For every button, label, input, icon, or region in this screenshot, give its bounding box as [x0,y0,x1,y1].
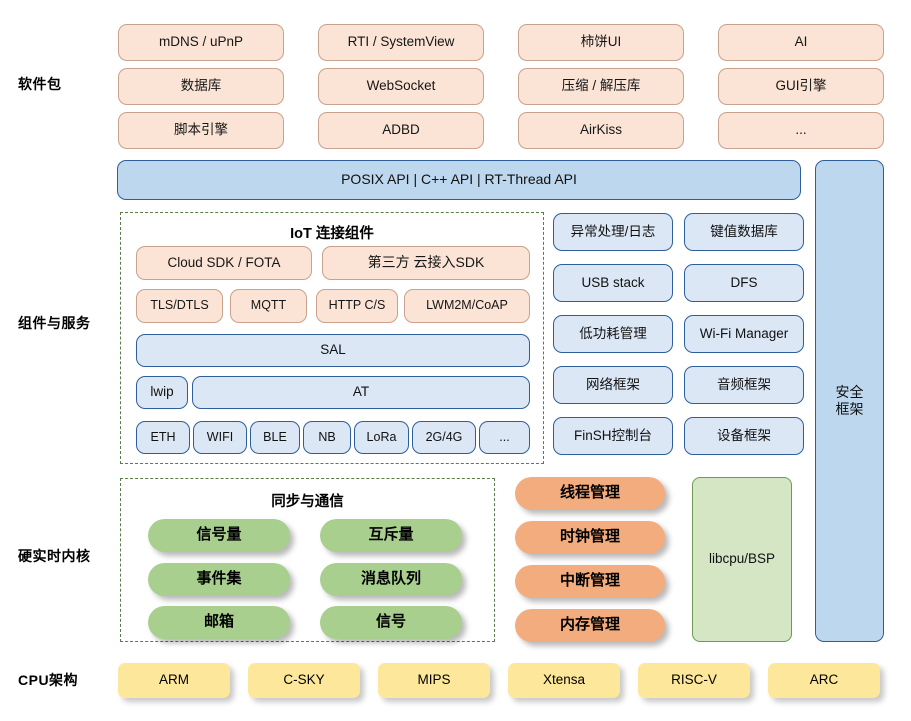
libcpu-bsp-box[interactable]: libcpu/BSP [692,477,792,642]
kernel-ipc-group-title: 同步与通信 [271,494,344,510]
kernel-ipc-group-frame [120,478,495,642]
row-label-hard-realtime-kernel: 硬实时内核 [18,548,91,564]
iot-link-box[interactable]: 2G/4G [412,421,476,454]
software-package-box[interactable]: ADBD [318,112,484,149]
iot-lwip-box[interactable]: lwip [136,376,188,409]
software-package-box[interactable]: ... [718,112,884,149]
iot-at-box[interactable]: AT [192,376,530,409]
component-service-box[interactable]: USB stack [553,264,673,302]
api-bar: POSIX API | C++ API | RT-Thread API [117,160,801,200]
software-package-box[interactable]: AI [718,24,884,61]
component-service-box[interactable]: 低功耗管理 [553,315,673,353]
iot-third-party-cloud-box[interactable]: 第三方 云接入SDK [322,246,530,280]
row-label-cpu-arch: CPU架构 [18,672,79,688]
cpu-arch-box[interactable]: C-SKY [248,663,360,698]
kernel-ipc-box[interactable]: 邮箱 [148,606,290,639]
component-service-box[interactable]: 键值数据库 [684,213,804,251]
software-package-box[interactable]: 压缩 / 解压库 [518,68,684,105]
kernel-ipc-box[interactable]: 信号 [320,606,462,639]
kernel-ipc-box[interactable]: 消息队列 [320,563,462,596]
iot-link-box[interactable]: NB [303,421,351,454]
security-framework-label-line1: 安全 [835,383,864,400]
iot-sal-box[interactable]: SAL [136,334,530,367]
iot-cloud-sdk-box[interactable]: Cloud SDK / FOTA [136,246,312,280]
iot-protocol-box[interactable]: HTTP C/S [316,289,398,323]
iot-protocol-box[interactable]: MQTT [230,289,307,323]
component-service-box[interactable]: Wi-Fi Manager [684,315,804,353]
cpu-arch-box[interactable]: ARM [118,663,230,698]
cpu-arch-box[interactable]: Xtensa [508,663,620,698]
iot-link-box[interactable]: ETH [136,421,190,454]
iot-link-box[interactable]: BLE [250,421,300,454]
cpu-arch-box[interactable]: MIPS [378,663,490,698]
software-package-box[interactable]: 数据库 [118,68,284,105]
kernel-management-box[interactable]: 时钟管理 [515,521,665,554]
software-package-box[interactable]: 脚本引擎 [118,112,284,149]
component-service-box[interactable]: FinSH控制台 [553,417,673,455]
software-package-box[interactable]: GUI引擎 [718,68,884,105]
software-package-box[interactable]: AirKiss [518,112,684,149]
component-service-box[interactable]: 网络框架 [553,366,673,404]
security-framework-label-line2: 框架 [835,401,864,417]
iot-link-box[interactable]: WIFI [193,421,247,454]
software-package-box[interactable]: 柿饼UI [518,24,684,61]
security-framework-column: 安全 框架 [815,160,884,642]
kernel-ipc-box[interactable]: 信号量 [148,519,290,552]
software-package-box[interactable]: WebSocket [318,68,484,105]
kernel-management-box[interactable]: 内存管理 [515,609,665,642]
component-service-box[interactable]: 设备框架 [684,417,804,455]
iot-link-box[interactable]: LoRa [354,421,409,454]
kernel-ipc-box[interactable]: 互斥量 [320,519,462,552]
iot-link-box[interactable]: ... [479,421,530,454]
software-package-box[interactable]: RTI / SystemView [318,24,484,61]
iot-protocol-box[interactable]: TLS/DTLS [136,289,223,323]
iot-group-frame [120,212,544,464]
software-package-box[interactable]: mDNS / uPnP [118,24,284,61]
cpu-arch-box[interactable]: ARC [768,663,880,698]
cpu-arch-box[interactable]: RISC-V [638,663,750,698]
row-label-components-services: 组件与服务 [18,315,91,331]
kernel-management-box[interactable]: 线程管理 [515,477,665,510]
iot-group-title: IoT 连接组件 [290,226,374,242]
component-service-box[interactable]: 音频框架 [684,366,804,404]
component-service-box[interactable]: DFS [684,264,804,302]
row-label-software-packages: 软件包 [18,76,62,92]
kernel-management-box[interactable]: 中断管理 [515,565,665,598]
kernel-ipc-box[interactable]: 事件集 [148,563,290,596]
iot-protocol-box[interactable]: LWM2M/CoAP [404,289,530,323]
component-service-box[interactable]: 异常处理/日志 [553,213,673,251]
